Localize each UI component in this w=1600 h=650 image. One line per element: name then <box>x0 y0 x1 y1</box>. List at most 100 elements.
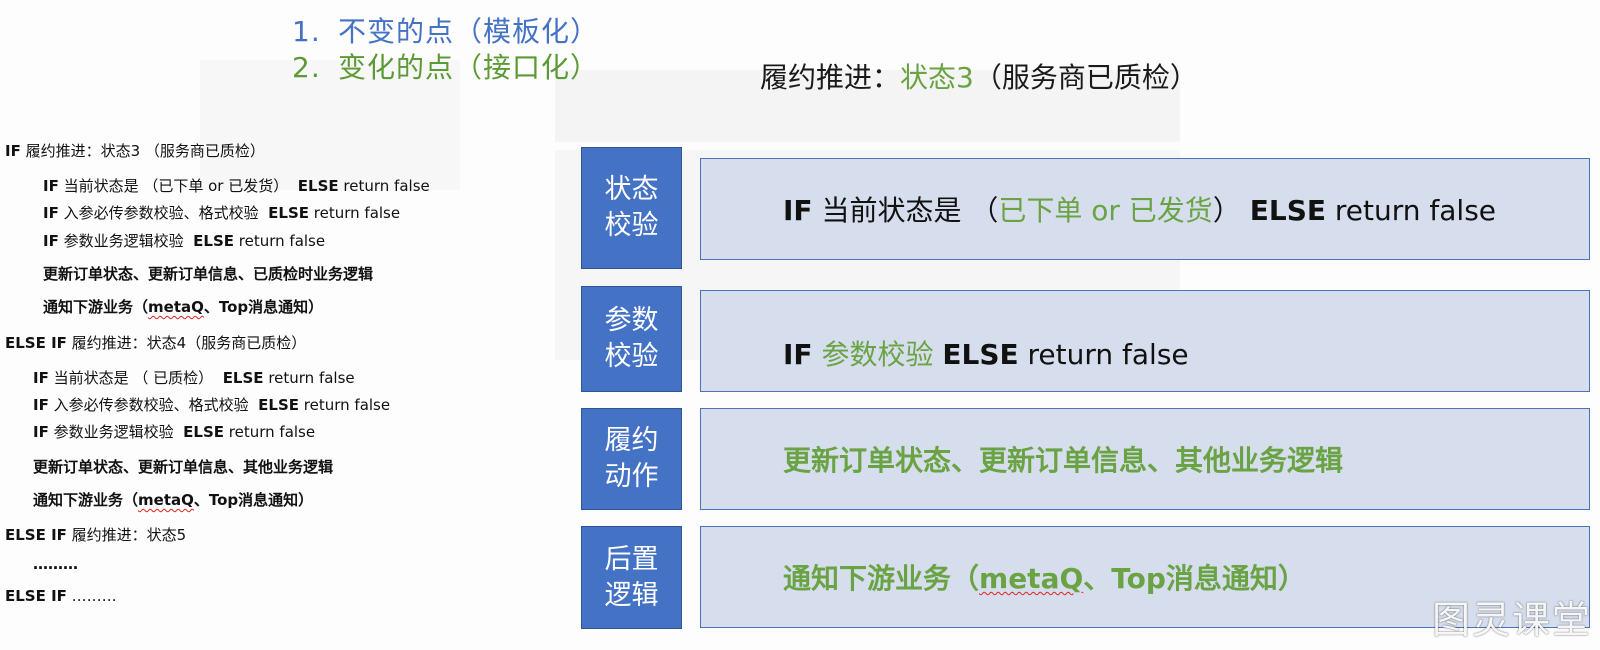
code-text: 当前状态是 （已下单 or 已发货） <box>58 177 289 195</box>
background-ghost-panel <box>200 60 460 190</box>
highlighted-variable-text: 已下单 or 已发货 <box>998 194 1213 227</box>
code-line: IF 履约推进：状态3 （服务商已质检） <box>5 140 265 161</box>
code-text: return false <box>299 396 391 414</box>
highlighted-variable-text: 参数校验 <box>812 338 943 371</box>
code-text: return false <box>309 204 401 222</box>
code-text: 更新订单状态、更新订单信息、已质检时业务逻辑 <box>43 265 374 283</box>
code-line: ELSE IF ……… <box>5 587 117 605</box>
code-keyword: IF <box>783 338 813 371</box>
code-text: 通知下游业务（ <box>33 491 139 509</box>
heading-item-template: 1. 不变的点（模板化） <box>292 10 599 50</box>
code-text: 更新订单状态、更新订单信息、其他业务逻辑 <box>33 458 334 476</box>
code-line: IF 参数业务逻辑校验 ELSE return false <box>43 230 325 251</box>
code-line: 通知下游业务（metaQ、Top消息通知） <box>43 296 323 317</box>
heading-number: 1. <box>292 15 321 48</box>
code-keyword: ELSE <box>222 369 264 387</box>
code-keyword: IF <box>783 194 813 227</box>
code-line: IF 入参必传参数校验、格式校验 ELSE return false <box>43 202 400 223</box>
stage-content: 通知下游业务（metaQ、Top消息通知） <box>783 557 1306 597</box>
code-keyword: ELSE IF <box>5 526 67 544</box>
code-line: ELSE IF 履约推进：状态4（服务商已质检） <box>5 332 306 353</box>
code-line: IF 当前状态是 （已下单 or 已发货） ELSE return false <box>43 175 430 196</box>
stage-label-state-check: 状态 校验 <box>581 147 682 269</box>
code-text: 通知下游业务（ <box>783 562 980 595</box>
code-keyword: IF <box>5 142 21 160</box>
code-text: ……… <box>66 587 117 605</box>
code-text: 参数业务逻辑校验 <box>58 232 184 250</box>
stage-content: IF 当前状态是 （已下单 or 已发货） ELSE return false <box>783 189 1496 229</box>
code-text: ） <box>1212 194 1250 227</box>
code-text: return false <box>1018 338 1189 371</box>
background-ghost-panel <box>555 70 1180 142</box>
title-suffix: （服务商已质检） <box>973 61 1198 94</box>
code-text: 入参必传参数校验、格式校验 <box>58 204 259 222</box>
code-text: return false <box>224 423 316 441</box>
stage-box-param-check: IF 参数校验 ELSE return false <box>700 290 1590 392</box>
stage-label-line: 校验 <box>604 210 659 241</box>
stage-box-state-check: IF 当前状态是 （已下单 or 已发货） ELSE return false <box>700 158 1590 260</box>
code-keyword: ELSE <box>942 338 1019 371</box>
code-keyword: IF <box>33 423 49 441</box>
code-text: 当前状态是 （ 已质检） <box>48 369 214 387</box>
heading-number: 2. <box>292 51 321 84</box>
stage-box-post-logic: 通知下游业务（metaQ、Top消息通知） <box>700 526 1590 628</box>
stage-label-param-check: 参数 校验 <box>581 286 682 392</box>
code-line: ……… <box>33 555 78 573</box>
code-keyword: ELSE <box>193 232 235 250</box>
stage-label-line: 动作 <box>604 461 659 492</box>
code-keyword: IF <box>33 369 49 387</box>
heading-item-interface: 2. 变化的点（接口化） <box>292 46 599 86</box>
code-keyword: ELSE <box>183 423 225 441</box>
spellcheck-underlined-text: metaQ <box>979 562 1084 595</box>
code-text: 参数业务逻辑校验 <box>48 423 174 441</box>
code-line: 更新订单状态、更新订单信息、其他业务逻辑 <box>33 456 333 477</box>
stage-label-line: 后置 <box>604 543 659 575</box>
code-text: 当前状态是 （ <box>812 194 999 227</box>
code-keyword: ELSE <box>1249 194 1326 227</box>
code-text: return false <box>234 232 326 250</box>
stage-label-post-logic: 后置 逻辑 <box>581 526 682 629</box>
code-keyword: IF <box>43 177 59 195</box>
code-keyword: ELSE IF <box>5 587 67 605</box>
code-line: IF 入参必传参数校验、格式校验 ELSE return false <box>33 394 390 415</box>
code-text: 履约推进：状态3 （服务商已质检） <box>20 142 265 160</box>
code-keyword: ELSE <box>268 204 310 222</box>
code-keyword: ELSE <box>297 177 339 195</box>
stage-label-line: 校验 <box>604 341 659 372</box>
heading-text: 变化的点（接口化） <box>338 51 600 84</box>
stage-label-line: 逻辑 <box>604 579 659 611</box>
watermark-logo: 图灵课堂 <box>1431 598 1592 642</box>
code-text: 、Top消息通知） <box>193 491 314 509</box>
code-text: return false <box>338 177 430 195</box>
code-text: 履约推进：状态4（服务商已质检） <box>66 334 307 352</box>
code-keyword: ELSE IF <box>5 334 67 352</box>
code-line: 通知下游业务（metaQ、Top消息通知） <box>33 489 313 510</box>
code-keyword: ELSE <box>258 396 300 414</box>
spellcheck-underlined-text: metaQ <box>148 298 204 316</box>
stage-diagram-title: 履约推进：状态3（服务商已质检） <box>760 56 1198 96</box>
code-line: IF 参数业务逻辑校验 ELSE return false <box>33 421 315 442</box>
code-line: 更新订单状态、更新订单信息、已质检时业务逻辑 <box>43 263 373 284</box>
code-text: 、Top消息通知） <box>1083 562 1306 595</box>
code-keyword: IF <box>43 204 59 222</box>
code-text: 入参必传参数校验、格式校验 <box>48 396 249 414</box>
stage-content: IF 参数校验 ELSE return false <box>783 333 1189 373</box>
code-text: 、Top消息通知） <box>203 298 324 316</box>
heading-text: 不变的点（模板化） <box>338 15 600 48</box>
spellcheck-underlined-text: metaQ <box>138 491 194 509</box>
stage-label-fulfillment-action: 履约 动作 <box>581 408 682 510</box>
stage-label-line: 履约 <box>604 425 659 456</box>
code-keyword: IF <box>43 232 59 250</box>
code-line: ELSE IF 履约推进：状态5 <box>5 524 186 545</box>
title-state: 状态3 <box>900 61 974 94</box>
code-keyword: IF <box>33 396 49 414</box>
stage-box-fulfillment-action: 更新订单状态、更新订单信息、其他业务逻辑 <box>700 408 1590 510</box>
code-text: 通知下游业务（ <box>43 298 149 316</box>
code-text: 履约推进：状态5 <box>66 526 187 544</box>
code-text: return false <box>263 369 355 387</box>
stage-content: 更新订单状态、更新订单信息、其他业务逻辑 <box>783 444 1344 477</box>
code-text: ……… <box>33 555 78 573</box>
code-text: return false <box>1325 194 1497 227</box>
stage-label-line: 参数 <box>604 305 659 336</box>
